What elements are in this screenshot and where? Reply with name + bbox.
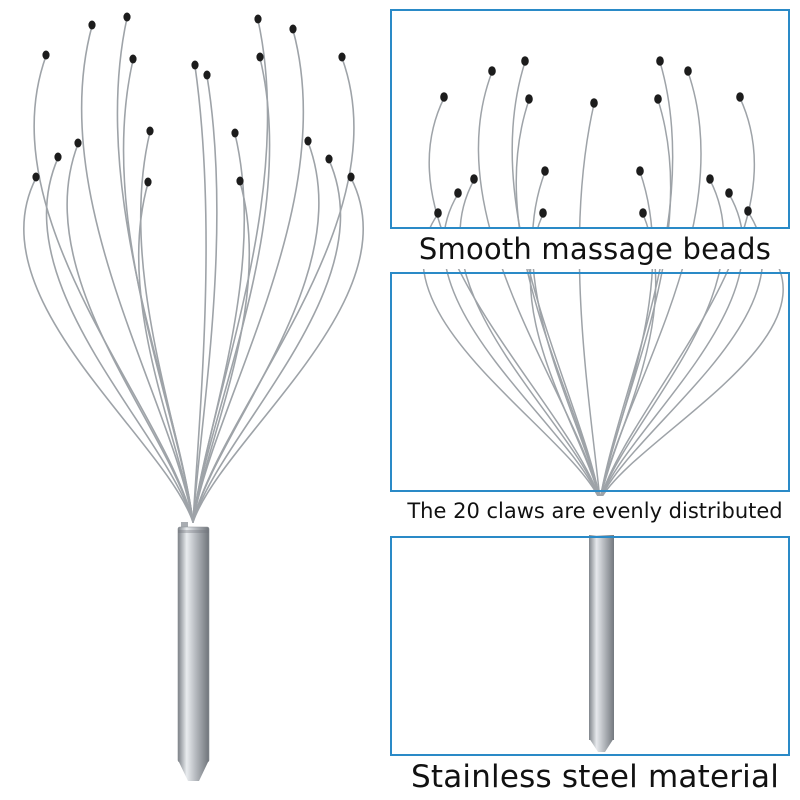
- right-massage-bead: [706, 174, 714, 184]
- right-claw-wire: [599, 249, 784, 501]
- left-massager-wires: [23, 17, 365, 523]
- right-massage-bead: [654, 94, 662, 104]
- left-massage-bead: [32, 172, 40, 182]
- left-massage-bead: [325, 154, 333, 164]
- left-massage-bead: [88, 20, 96, 30]
- right-claw-wire: [599, 171, 654, 501]
- frame-beads: [390, 9, 790, 229]
- detail-frames: [390, 9, 790, 756]
- left-claw-wire: [137, 182, 194, 523]
- left-massage-bead: [304, 136, 312, 146]
- right-massage-bead: [488, 66, 496, 76]
- left-claw-wire: [23, 177, 194, 523]
- left-massage-bead: [347, 172, 355, 182]
- right-claw-wire: [599, 97, 755, 501]
- right-claw-wire: [599, 61, 674, 501]
- right-massage-bead: [736, 92, 744, 102]
- left-claw-wire: [192, 75, 218, 523]
- right-massager-beads: [434, 56, 772, 254]
- left-claw-wire: [192, 19, 269, 523]
- right-massage-bead: [656, 56, 664, 66]
- left-claw-wire: [45, 157, 194, 523]
- left-massage-bead: [191, 60, 199, 70]
- right-claw-wire: [477, 71, 601, 501]
- left-claw-wire: [192, 65, 207, 523]
- right-claw-wire: [459, 179, 601, 501]
- right-claw-wire: [515, 99, 601, 501]
- right-massage-bead: [590, 98, 598, 108]
- right-massage-bead: [470, 174, 478, 184]
- right-massage-bead: [684, 66, 692, 76]
- left-massage-bead: [256, 52, 264, 62]
- left-claw-wire: [80, 25, 194, 523]
- caption-claw-distribution: The 20 claws are evenly distributed: [390, 496, 800, 526]
- left-massage-bead: [254, 14, 262, 24]
- right-claw-wire: [531, 171, 601, 501]
- caption-smooth-beads: Smooth massage beads: [390, 229, 800, 269]
- left-claw-wire: [192, 177, 365, 523]
- caption-stainless-material: Stainless steel material: [390, 757, 800, 797]
- left-massage-bead: [236, 176, 244, 186]
- right-massage-bead: [725, 188, 733, 198]
- frame-claws: [390, 272, 790, 492]
- left-massage-bead: [338, 52, 346, 62]
- right-massage-bead: [639, 208, 647, 218]
- right-claw-wire: [428, 97, 601, 501]
- right-massager-handle: [589, 535, 614, 752]
- right-massage-bead: [636, 166, 644, 176]
- frame-material: [390, 536, 790, 756]
- left-claw-wire: [33, 55, 194, 523]
- right-massage-bead: [744, 206, 752, 216]
- left-claw-wire: [192, 29, 305, 523]
- left-massage-bead: [74, 138, 82, 148]
- left-massage-bead: [203, 70, 211, 80]
- left-massage-bead: [289, 24, 297, 34]
- left-massager-beads: [32, 12, 355, 187]
- left-claw-wire: [139, 131, 194, 523]
- right-massage-bead: [521, 56, 529, 66]
- left-claw-wire: [192, 57, 355, 523]
- left-massage-bead: [144, 177, 152, 187]
- left-claw-wire: [116, 17, 194, 523]
- right-massage-bead: [454, 188, 462, 198]
- left-massage-bead: [146, 126, 154, 136]
- left-massage-bead: [54, 152, 62, 162]
- right-claw-wire: [599, 71, 702, 501]
- left-massage-bead: [123, 12, 131, 22]
- left-massage-bead: [42, 50, 50, 60]
- right-massager-wires: [422, 61, 784, 501]
- left-massage-bead: [129, 54, 137, 64]
- right-claw-wire: [599, 99, 672, 501]
- right-massage-bead: [434, 208, 442, 218]
- left-claw-wire: [66, 143, 194, 523]
- left-massage-bead: [231, 128, 239, 138]
- left-claw-wire: [192, 57, 271, 523]
- right-massage-bead: [541, 166, 549, 176]
- right-claw-wire: [599, 179, 725, 501]
- right-claw-wire: [578, 103, 601, 501]
- left-massager-handle: [177, 522, 210, 781]
- right-massage-bead: [539, 208, 547, 218]
- right-massage-bead: [440, 92, 448, 102]
- right-massage-bead: [525, 94, 533, 104]
